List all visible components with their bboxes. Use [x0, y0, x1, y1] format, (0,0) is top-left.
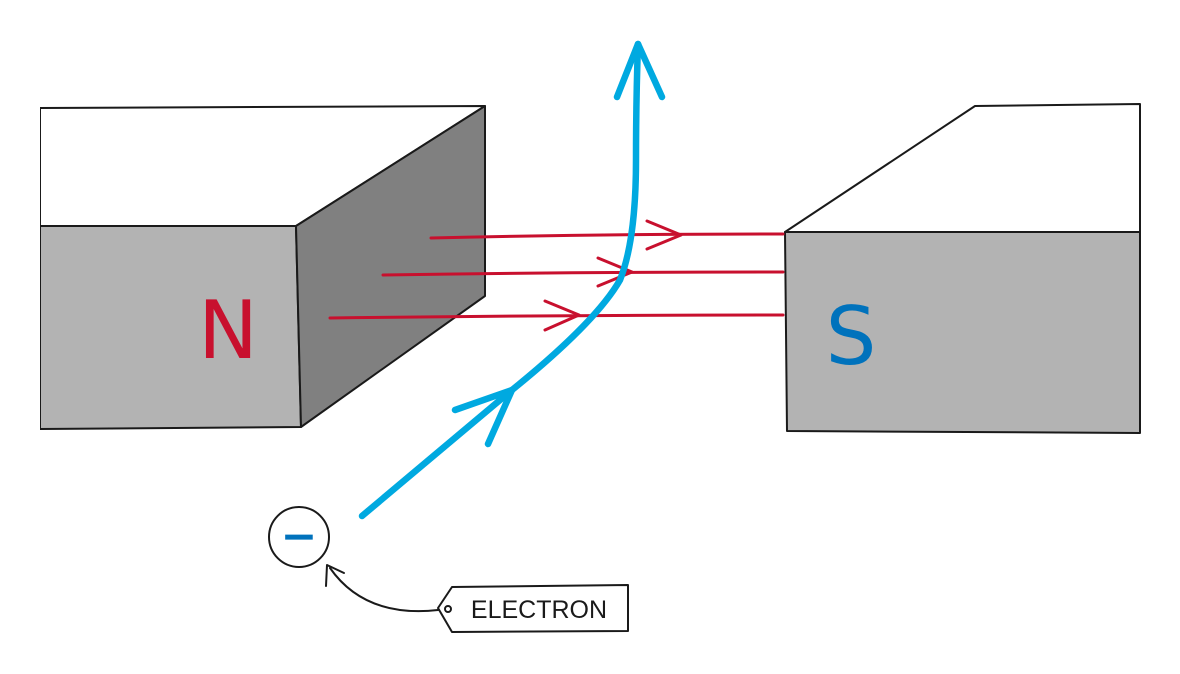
tag-label: ELECTRON — [471, 596, 607, 624]
north-magnet-front-face — [39, 225, 302, 430]
electron-label-pointer — [325, 564, 439, 613]
field-line-top — [429, 219, 785, 251]
south-pole-label: S — [826, 290, 877, 383]
north-magnet-crop — [0, 100, 40, 440]
magnetic-field-lines — [328, 219, 785, 332]
pointer-arrowhead — [325, 564, 345, 587]
south-magnet: S — [784, 100, 1180, 440]
field-line-top-arrowhead — [645, 219, 683, 251]
field-line-bottom — [328, 299, 785, 332]
south-magnet-front-face — [784, 231, 1141, 434]
electron: − — [268, 506, 330, 568]
electron-tag: ELECTRON — [437, 584, 629, 633]
north-pole-label: N — [198, 284, 258, 377]
electron-path-arrowhead-upper — [613, 40, 666, 101]
north-magnet: N — [0, 100, 486, 440]
electron-charge-symbol: − — [281, 511, 318, 562]
tag-shape — [437, 584, 629, 633]
south-magnet-top-face — [784, 103, 1141, 233]
field-line-bottom-arrowhead — [543, 299, 581, 332]
electron-circle — [268, 506, 330, 568]
south-magnet-crop — [1141, 100, 1180, 440]
tag-hole — [444, 605, 452, 613]
north-magnet-side-face — [295, 105, 486, 428]
field-line-middle — [381, 256, 785, 288]
electron-path — [358, 40, 666, 520]
electron-path-arrowhead-lower — [451, 386, 516, 448]
field-line-middle-arrowhead — [596, 256, 634, 288]
